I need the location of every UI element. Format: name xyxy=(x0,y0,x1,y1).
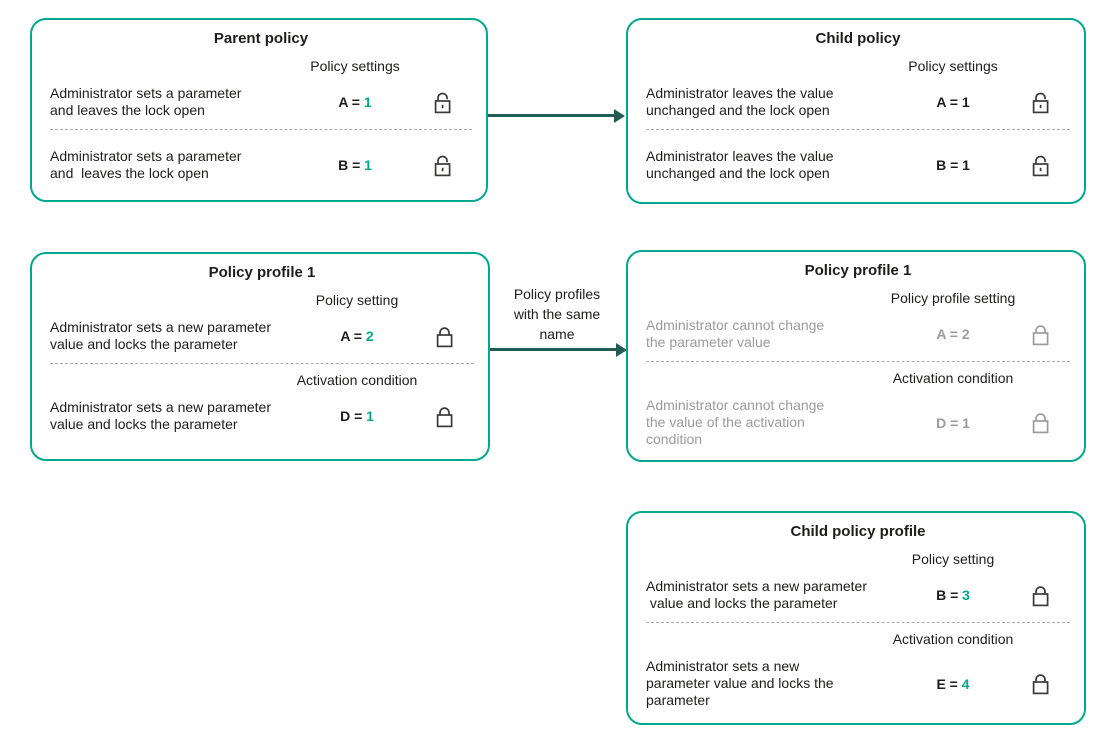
setting-row: Administrator sets a new parameter value… xyxy=(644,658,1072,709)
lock-open-icon xyxy=(434,155,450,176)
setting-value: A = 1 xyxy=(300,94,410,110)
setting-row: Administrator sets a new parameter value… xyxy=(48,319,476,353)
box-title: Policy profile 1 xyxy=(208,264,316,281)
profile-to-profile-arrow xyxy=(490,343,627,357)
parent-policy-box: Parent policy Policy settings Administra… xyxy=(30,18,488,202)
param-name: A = xyxy=(340,328,362,344)
param-name: D = xyxy=(936,414,959,431)
setting-row: Administrator leaves the value unchanged… xyxy=(644,148,1072,182)
lock-closed-icon xyxy=(1032,585,1048,606)
setting-row: Administrator cannot change the paramete… xyxy=(644,317,1072,351)
param-value: 1 xyxy=(364,157,372,173)
policy-profile-1-child-box: Policy profile 1 Policy profile setting … xyxy=(626,250,1086,462)
column-header-row: Policy setting xyxy=(644,551,1072,568)
param-value: 1 xyxy=(962,157,970,173)
child-policy-box: Child policy Policy settings Administrat… xyxy=(626,18,1086,204)
param-value: 1 xyxy=(366,408,374,424)
param-value: 1 xyxy=(363,94,372,110)
dashed-divider xyxy=(646,361,1070,362)
child-policy-profile-box: Child policy profile Policy setting Admi… xyxy=(626,511,1086,725)
param-name: D = xyxy=(340,408,363,424)
setting-row: Administrator sets a parameter and leave… xyxy=(48,148,474,182)
dashed-divider xyxy=(646,622,1070,623)
policy-profile-setting-header: Policy profile setting xyxy=(890,290,1016,306)
box-title: Child policy xyxy=(815,30,901,47)
setting-description: Administrator cannot change the paramete… xyxy=(646,317,825,350)
setting-value: B = 3 xyxy=(898,587,1008,603)
lock-open-icon xyxy=(1032,155,1048,176)
lock-closed-icon xyxy=(436,326,452,347)
column-header-row: Activation condition xyxy=(644,370,1072,387)
setting-description: Administrator sets a new parameter value… xyxy=(646,658,834,708)
setting-row: Administrator sets a new parameter value… xyxy=(48,399,476,433)
setting-value: E = 4 xyxy=(898,676,1008,692)
param-name: E = xyxy=(936,675,958,692)
param-value: 2 xyxy=(365,328,374,344)
dashed-divider xyxy=(50,129,472,130)
dashed-divider xyxy=(50,363,474,364)
param-value: 1 xyxy=(961,94,970,110)
setting-description: Administrator leaves the value unchanged… xyxy=(646,148,834,181)
param-name: B = xyxy=(338,157,361,173)
setting-value: A = 2 xyxy=(898,326,1008,342)
lock-open-icon xyxy=(1032,92,1048,113)
policy-settings-header: Policy settings xyxy=(310,58,400,74)
activation-condition-header: Activation condition xyxy=(892,370,1014,386)
setting-row: Administrator sets a parameter and leave… xyxy=(48,85,474,119)
activation-condition-header: Activation condition xyxy=(296,372,418,388)
param-value: 2 xyxy=(961,326,970,342)
setting-value: D = 1 xyxy=(898,415,1008,431)
parent-to-child-arrow xyxy=(488,109,625,123)
setting-row: Administrator sets a new parameter value… xyxy=(644,578,1072,612)
lock-closed-icon xyxy=(1032,674,1048,695)
param-value: 3 xyxy=(962,587,970,603)
setting-description: Administrator cannot change the value of… xyxy=(646,397,825,447)
param-name: A = xyxy=(338,94,360,110)
activation-condition-header: Activation condition xyxy=(892,631,1014,647)
connector-label: Policy profiles with the same name xyxy=(513,286,601,342)
setting-row: Administrator leaves the value unchanged… xyxy=(644,85,1072,119)
lock-open-icon xyxy=(434,92,450,113)
lock-closed-icon xyxy=(1032,324,1048,345)
setting-description: Administrator sets a new parameter value… xyxy=(50,319,271,352)
param-name: A = xyxy=(936,326,958,342)
setting-row: Administrator cannot change the value of… xyxy=(644,397,1072,448)
column-header-row: Policy settings xyxy=(48,58,474,75)
param-name: B = xyxy=(936,587,959,603)
param-value: 4 xyxy=(961,675,970,692)
param-value: 1 xyxy=(962,414,970,431)
column-header-row: Activation condition xyxy=(644,631,1072,648)
lock-closed-icon xyxy=(1032,413,1048,434)
setting-description: Administrator sets a parameter and leave… xyxy=(50,148,242,181)
setting-value: A = 2 xyxy=(302,328,412,344)
setting-description: Administrator leaves the value unchanged… xyxy=(646,85,834,118)
box-title: Policy profile 1 xyxy=(804,262,912,279)
policy-profile-1-box: Policy profile 1 Policy setting Administ… xyxy=(30,252,490,461)
setting-value: A = 1 xyxy=(898,94,1008,110)
setting-value: B = 1 xyxy=(898,157,1008,173)
box-title: Parent policy xyxy=(213,30,309,47)
policy-setting-header: Policy setting xyxy=(315,292,399,308)
setting-value: D = 1 xyxy=(302,408,412,424)
lock-closed-icon xyxy=(436,406,452,427)
column-header-row: Activation condition xyxy=(48,372,476,389)
column-header-row: Policy profile setting xyxy=(644,290,1072,307)
setting-description: Administrator sets a new parameter value… xyxy=(646,578,867,611)
box-title: Child policy profile xyxy=(790,523,926,540)
param-name: B = xyxy=(936,157,959,173)
param-name: A = xyxy=(936,94,958,110)
policy-settings-header: Policy settings xyxy=(908,58,998,74)
setting-value: B = 1 xyxy=(300,157,410,173)
setting-description: Administrator sets a parameter and leave… xyxy=(50,85,242,118)
setting-description: Administrator sets a new parameter value… xyxy=(50,399,271,432)
column-header-row: Policy settings xyxy=(644,58,1072,75)
column-header-row: Policy setting xyxy=(48,292,476,309)
dashed-divider xyxy=(646,129,1070,130)
policy-setting-header: Policy setting xyxy=(911,551,995,567)
